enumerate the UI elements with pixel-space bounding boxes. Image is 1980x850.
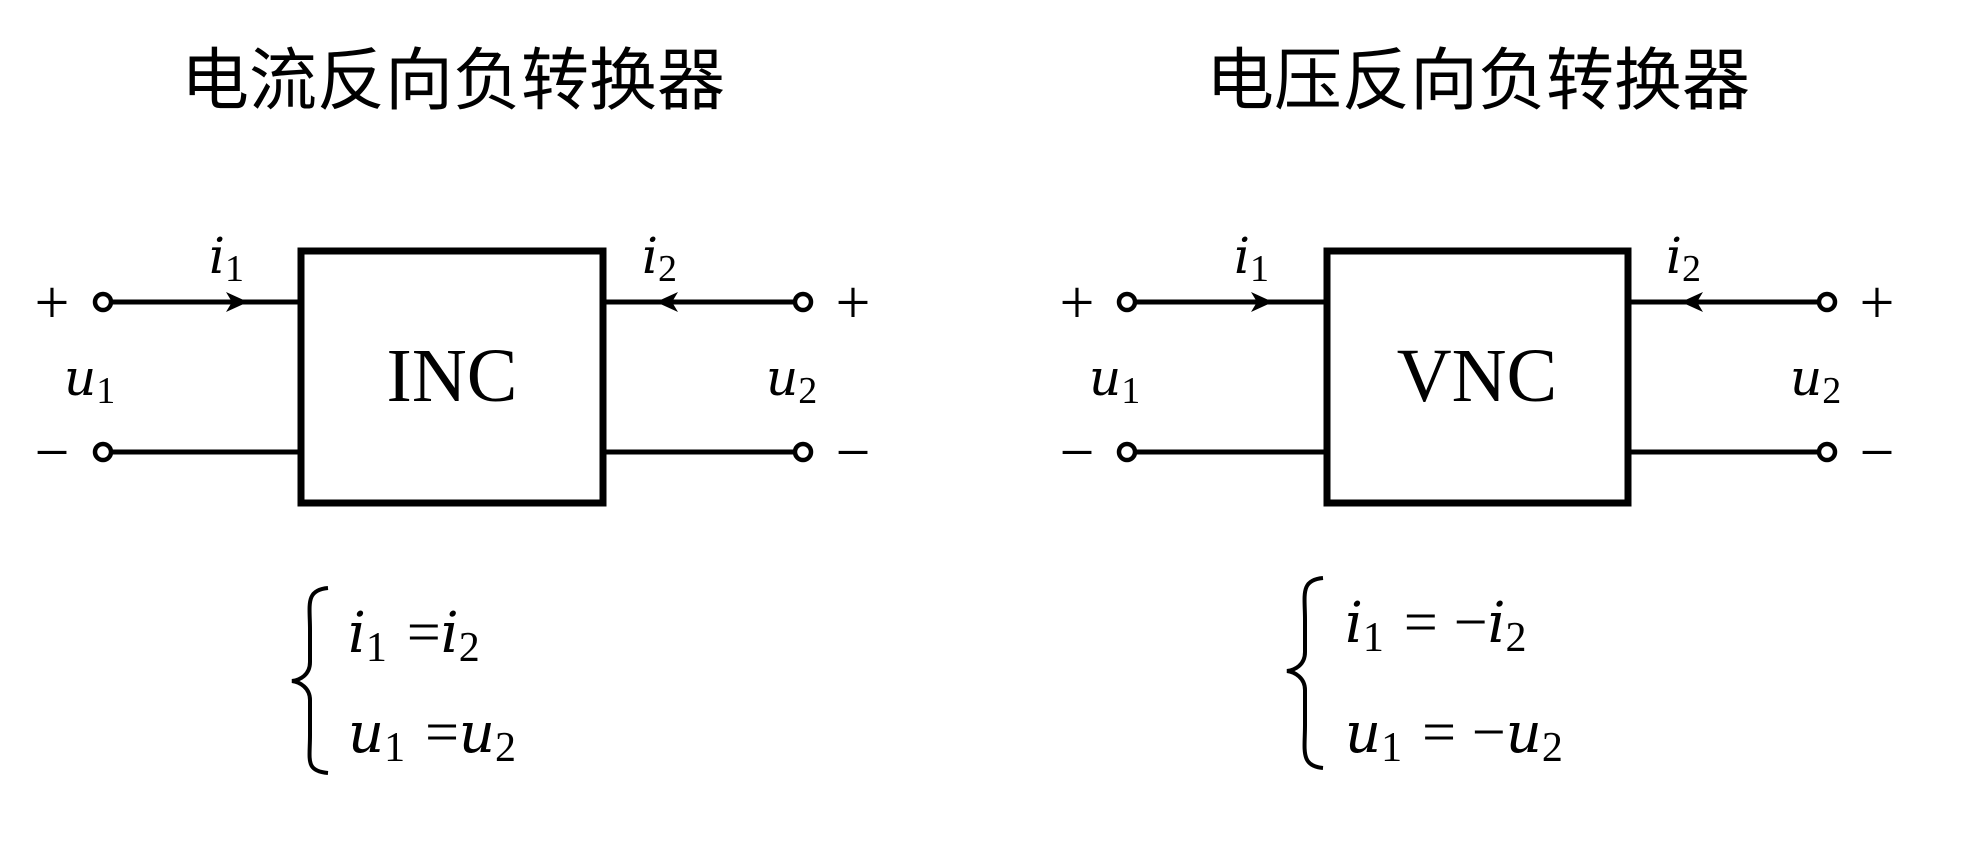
voltage-label-u2: u2 (766, 349, 817, 412)
minus-sign-port2: − (836, 419, 871, 487)
terminal-port1-minus (92, 441, 114, 463)
terminal-port1-plus (92, 291, 114, 313)
voltage-label-u1: u1 (64, 349, 115, 412)
panel-vnc: 电压反向负转换器 VNC + − + − i1 i2 u1 (1060, 42, 1895, 771)
current-label-i2: i2 (642, 227, 677, 290)
equation-line: u1=u2 (348, 699, 516, 771)
voltage-label-u1: u1 (1089, 349, 1140, 412)
left-brace-icon (291, 586, 329, 775)
current-arrow-left-icon (1681, 292, 1703, 312)
current-label-i2: i2 (1666, 227, 1701, 290)
minus-sign-port2: − (1860, 419, 1895, 487)
plus-sign-port2: + (1860, 269, 1895, 337)
vnc-box (1323, 247, 1632, 507)
panel-inc: 电流反向负转换器 INC + − + − i1 i2 u1 (35, 42, 871, 775)
voltage-label-u2: u2 (1790, 349, 1841, 412)
minus-sign-port1: − (1060, 419, 1095, 487)
equation-system: i1=i2 u1=u2 (291, 586, 516, 775)
current-arrow-right-icon (226, 292, 248, 312)
terminal-port2-minus (1816, 441, 1838, 463)
plus-sign-port1: + (35, 269, 70, 337)
box-label: VNC (1397, 334, 1557, 418)
terminal-port2-plus (1816, 291, 1838, 313)
current-arrow-right-icon (1251, 292, 1273, 312)
terminal-port1-plus (1116, 291, 1138, 313)
current-arrow-left-icon (656, 292, 678, 312)
plus-sign-port1: + (1060, 269, 1095, 337)
panel-title: 电压反向负转换器 (1206, 42, 1750, 121)
terminal-port1-minus (1116, 441, 1138, 463)
plus-sign-port2: + (836, 269, 871, 337)
minus-sign-port1: − (35, 419, 70, 487)
equation-line: u1=−u2 (1345, 699, 1563, 771)
current-label-i1: i1 (1234, 227, 1269, 290)
panel-title: 电流反向负转换器 (181, 42, 725, 121)
terminal-port2-minus (792, 441, 814, 463)
equation-line: i1=−i2 (1345, 589, 1527, 661)
inc-box (297, 247, 607, 507)
equation-line: i1=i2 (348, 599, 480, 671)
current-label-i1: i1 (209, 227, 244, 290)
terminal-port2-plus (792, 291, 814, 313)
left-brace-icon (1286, 576, 1324, 770)
equation-system: i1=−i2 u1=−u2 (1286, 576, 1563, 771)
box-label: INC (387, 334, 518, 418)
